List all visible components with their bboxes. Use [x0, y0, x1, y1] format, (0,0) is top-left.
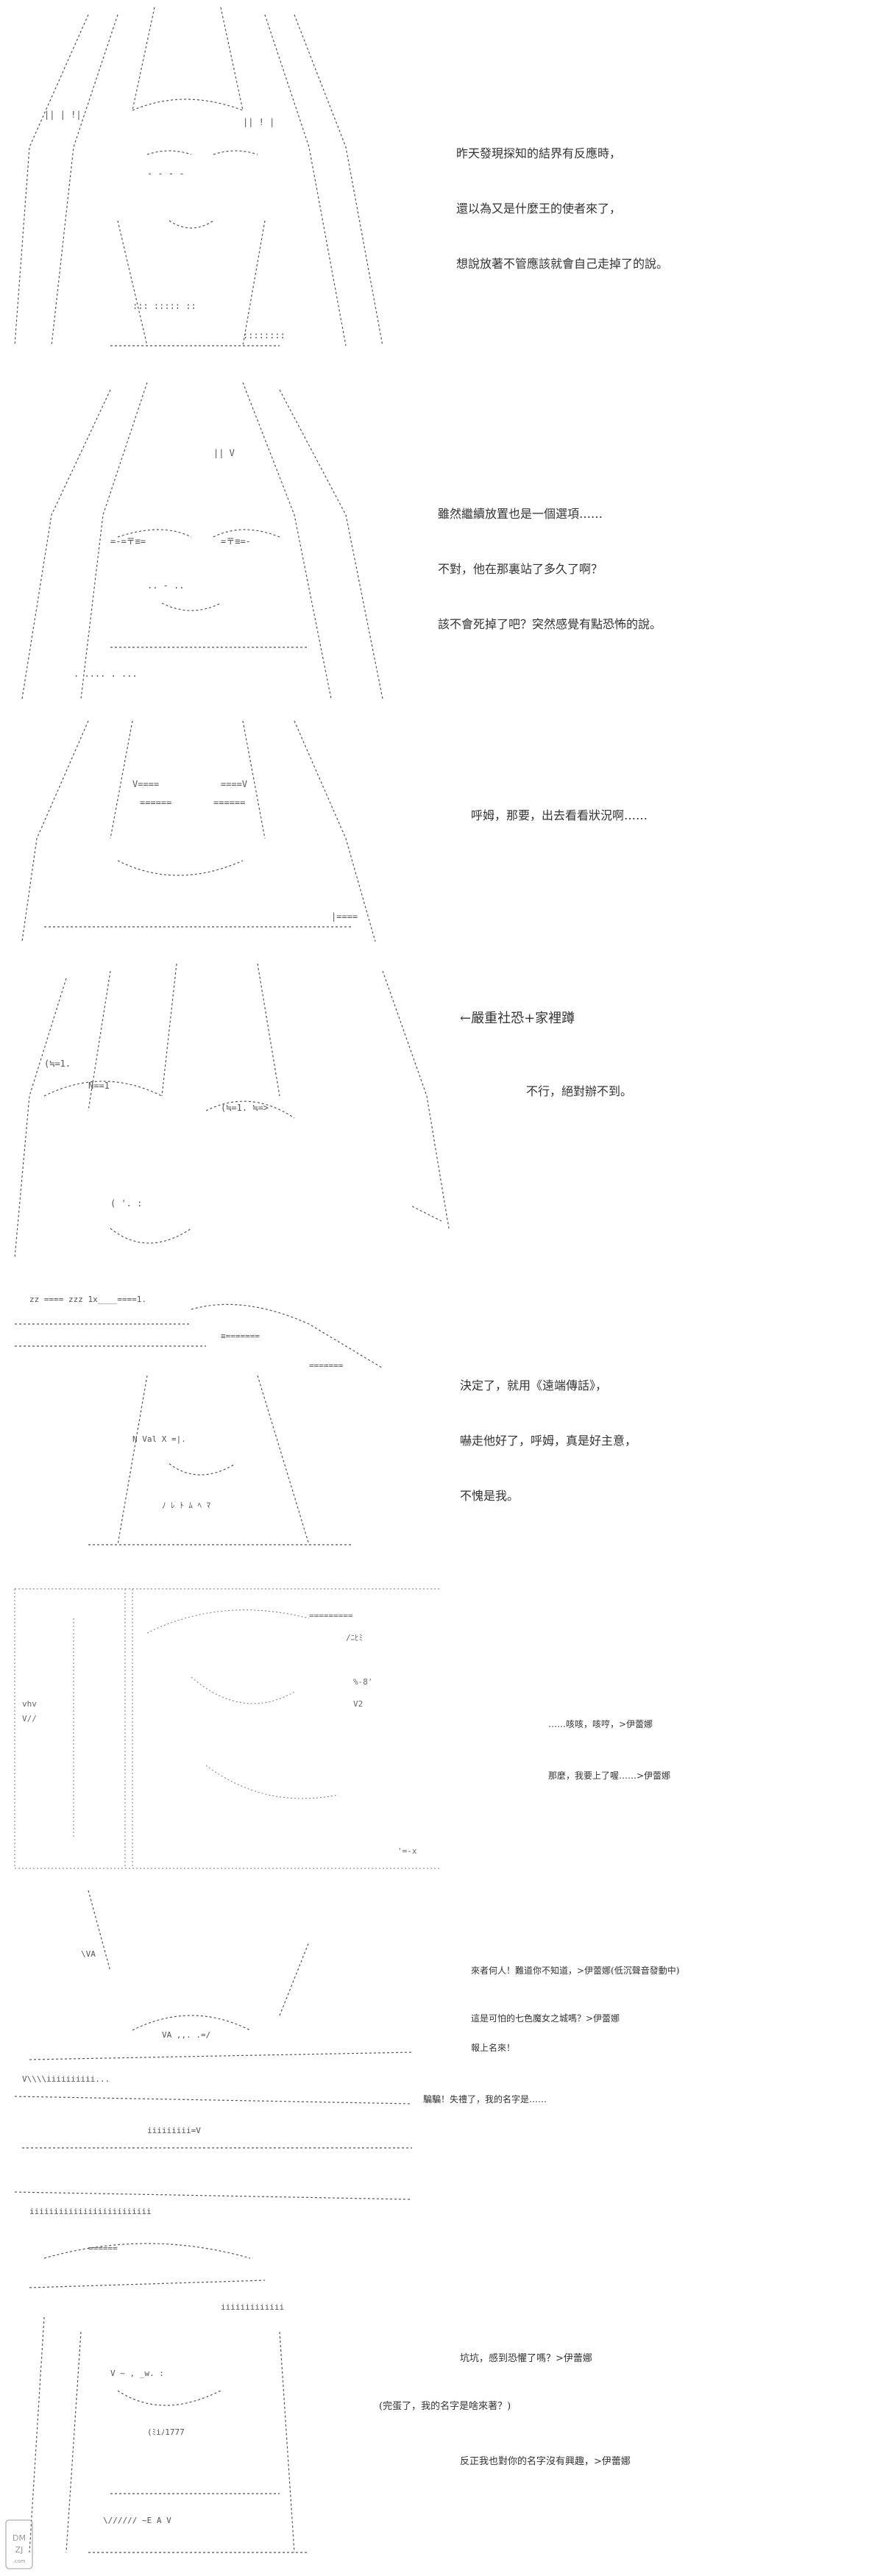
svg-text:%-8': %-8' — [353, 1677, 373, 1687]
dialogue-line: (完蛋了，我的名字是啥來著？) — [379, 2401, 511, 2412]
svg-text:DM: DM — [13, 2533, 26, 2543]
svg-text:|| V: || V — [213, 448, 235, 458]
panel-5: zz ==== zzz 1x____====1. ≡======= ======… — [0, 1280, 883, 1574]
svg-text:iiiiiiiiiiiiiiiiiiiiiiiii: iiiiiiiiiiiiiiiiiiiiiiiii — [29, 2207, 152, 2216]
svg-text:======: ====== — [140, 797, 171, 808]
ascii-art-character-4: (≒=1. (≒=1. ≒=> N==1 ( '. : — [0, 949, 456, 1280]
dialogue-line: 反正我也對你的名字沒有興趣，>伊蕾娜 — [460, 2456, 631, 2467]
svg-text:N==1: N==1 — [88, 1081, 110, 1091]
svg-text:ZJ: ZJ — [15, 2545, 24, 2555]
svg-text:=-=〒≡=: =-=〒≡= — [110, 536, 146, 547]
ascii-art-castle-scene: vhv V// ========= /ﾆﾋﾐ %-8' V2 '=-x — [0, 1574, 456, 1883]
svg-text:V2: V2 — [353, 1699, 363, 1709]
panel-7: \VA VA ,,. .=/ V\\\\iiiiiiiiii... iiiiii… — [0, 1883, 883, 2229]
svg-text:.com: .com — [13, 2558, 25, 2564]
svg-text:V\\\\iiiiiiiiii...: V\\\\iiiiiiiiii... — [22, 2074, 110, 2084]
ascii-art-witch-closeup: ====== iiiiiiiiiiiii V ~ , _w. : (ﾐiﾉ177… — [0, 2229, 383, 2576]
dialogue-line: 不行，絕對辦不到。 — [526, 1084, 633, 1098]
svg-text:\////// ~E A V: \////// ~E A V — [103, 2516, 171, 2525]
dialogue-line: 嚇走他好了，呼姆，真是好主意， — [460, 1434, 637, 1448]
dialogue-line: 不愧是我。 — [460, 1489, 519, 1503]
svg-text:.. - ..: .. - .. — [147, 580, 185, 591]
ascii-art-character-5: zz ==== zzz 1x____====1. ≡======= ======… — [0, 1280, 412, 1574]
svg-text:(≒=1. ≒=>: (≒=1. ≒=> — [221, 1103, 269, 1113]
dialogue-line: ……咳咳，咳哼，>伊蕾娜 — [548, 1719, 653, 1729]
dialogue-line: 坑坑，感到恐懼了嗎？>伊蕾娜 — [460, 2353, 592, 2364]
svg-text:ﾉ ﾚ ﾄ ﾑ ﾍ ﾏ: ﾉ ﾚ ﾄ ﾑ ﾍ ﾏ — [162, 1501, 211, 1510]
panel-6: vhv V// ========= /ﾆﾋﾐ %-8' V2 '=-x ……咳咳… — [0, 1574, 883, 1883]
watermark-logo: DM ZJ .com — [4, 2519, 34, 2570]
dialogue-line: 騙騙！失禮了，我的名字是…… — [423, 2094, 547, 2104]
svg-text:V====: V==== — [132, 779, 159, 789]
ascii-art-witch-silhouette: \VA VA ,,. .=/ V\\\\iiiiiiiiii... iiiiii… — [0, 1883, 442, 2229]
dialogue-line: 來者何人！難道你不知道，>伊蕾娜(低沉聲音發動中) — [471, 1965, 680, 1976]
svg-text:iiiiiiiiiiiii: iiiiiiiiiiiii — [221, 2302, 284, 2312]
svg-text:(≒=1.: (≒=1. — [44, 1058, 71, 1069]
svg-text:====V: ====V — [221, 779, 247, 789]
panel-8: ====== iiiiiiiiiiiii V ~ , _w. : (ﾐiﾉ177… — [0, 2229, 883, 2576]
dialogue-line: 不對，他在那裏站了多久了啊？ — [438, 562, 603, 576]
svg-text:|====: |==== — [331, 911, 358, 922]
dialogue-line: 報上名來！ — [471, 2043, 516, 2053]
dialogue-line: 雖然繼續放置也是一個選項…… — [438, 507, 603, 521]
svg-text:- - - -: - - - - — [147, 168, 185, 179]
svg-text:VA ,,. .=/: VA ,,. .=/ — [162, 2030, 210, 2040]
svg-text:≡=======: ≡======= — [221, 1331, 260, 1341]
panel-3: V==== ====V ====== ====== |==== 呼姆，那要，出去… — [0, 706, 883, 949]
svg-text:=========: ========= — [309, 1611, 353, 1620]
panel-2: || V =-=〒≡= =〒≡=- .. - .. . .... . ... 雖… — [0, 368, 883, 706]
dialogue-line: 昨天發現探知的結界有反應時， — [456, 146, 622, 160]
svg-text:zz ==== zzz 1x____====1.: zz ==== zzz 1x____====1. — [29, 1295, 146, 1304]
svg-text:\VA: \VA — [81, 1949, 96, 1959]
svg-text:=======: ======= — [309, 1361, 344, 1370]
dialogue-line: 想說放著不管應該就會自己走掉了的說。 — [456, 257, 669, 271]
svg-text:::: ::::: ::: ::: ::::: :: — [132, 301, 196, 311]
svg-text:( '. :: ( '. : — [110, 1198, 142, 1209]
svg-text:=〒≡=-: =〒≡=- — [221, 536, 251, 547]
svg-text:======: ====== — [88, 2244, 118, 2253]
dialogue-line: 該不會死掉了吧？突然感覺有點恐怖的說。 — [438, 617, 662, 631]
panel-4: (≒=1. (≒=1. ≒=> N==1 ( '. : ←嚴重社恐+家裡蹲 不行… — [0, 949, 883, 1280]
svg-text:|| | !|: || | !| — [44, 110, 82, 120]
dialogue-line: 那麼，我要上了喔……>伊蕾娜 — [548, 1771, 671, 1781]
svg-text:'=-x: '=-x — [397, 1846, 417, 1856]
svg-text:V//: V// — [22, 1714, 37, 1723]
svg-text:V ~ , _w. :: V ~ , _w. : — [110, 2369, 164, 2378]
svg-text:======: ====== — [213, 797, 245, 808]
svg-text:N Val X =|.: N Val X =|. — [132, 1434, 186, 1444]
panel-1: || | !| || ! | - - - - ::: ::::: :: ::::… — [0, 0, 883, 368]
ascii-art-character-3: V==== ====V ====== ====== |==== — [0, 706, 412, 949]
svg-text:::::::::: :::::::: — [243, 330, 286, 341]
svg-text:|| ! |: || ! | — [243, 117, 274, 127]
svg-text:. .... . ...: . .... . ... — [74, 669, 138, 679]
annotation-note: ←嚴重社恐+家裡蹲 — [460, 1011, 575, 1026]
dialogue-line: 決定了，就用《遠端傳話》， — [460, 1378, 608, 1392]
svg-text:vhv: vhv — [22, 1699, 37, 1709]
ascii-art-character-2: || V =-=〒≡= =〒≡=- .. - .. . .... . ... — [0, 368, 412, 706]
svg-text:/ﾆﾋﾐ: /ﾆﾋﾐ — [346, 1633, 363, 1643]
svg-text:(ﾐiﾉ1777: (ﾐiﾉ1777 — [147, 2427, 185, 2437]
dialogue-line: 這是可怕的七色魔女之城嗎？>伊蕾娜 — [471, 2013, 620, 2024]
svg-text:iiiiiiiii=V: iiiiiiiii=V — [147, 2126, 201, 2135]
dialogue-line: 呼姆，那要，出去看看狀況啊…… — [471, 808, 648, 822]
ascii-art-character-1: || | !| || ! | - - - - ::: ::::: :: ::::… — [0, 0, 412, 368]
dialogue-line: 還以為又是什麼王的使者來了， — [456, 202, 622, 216]
